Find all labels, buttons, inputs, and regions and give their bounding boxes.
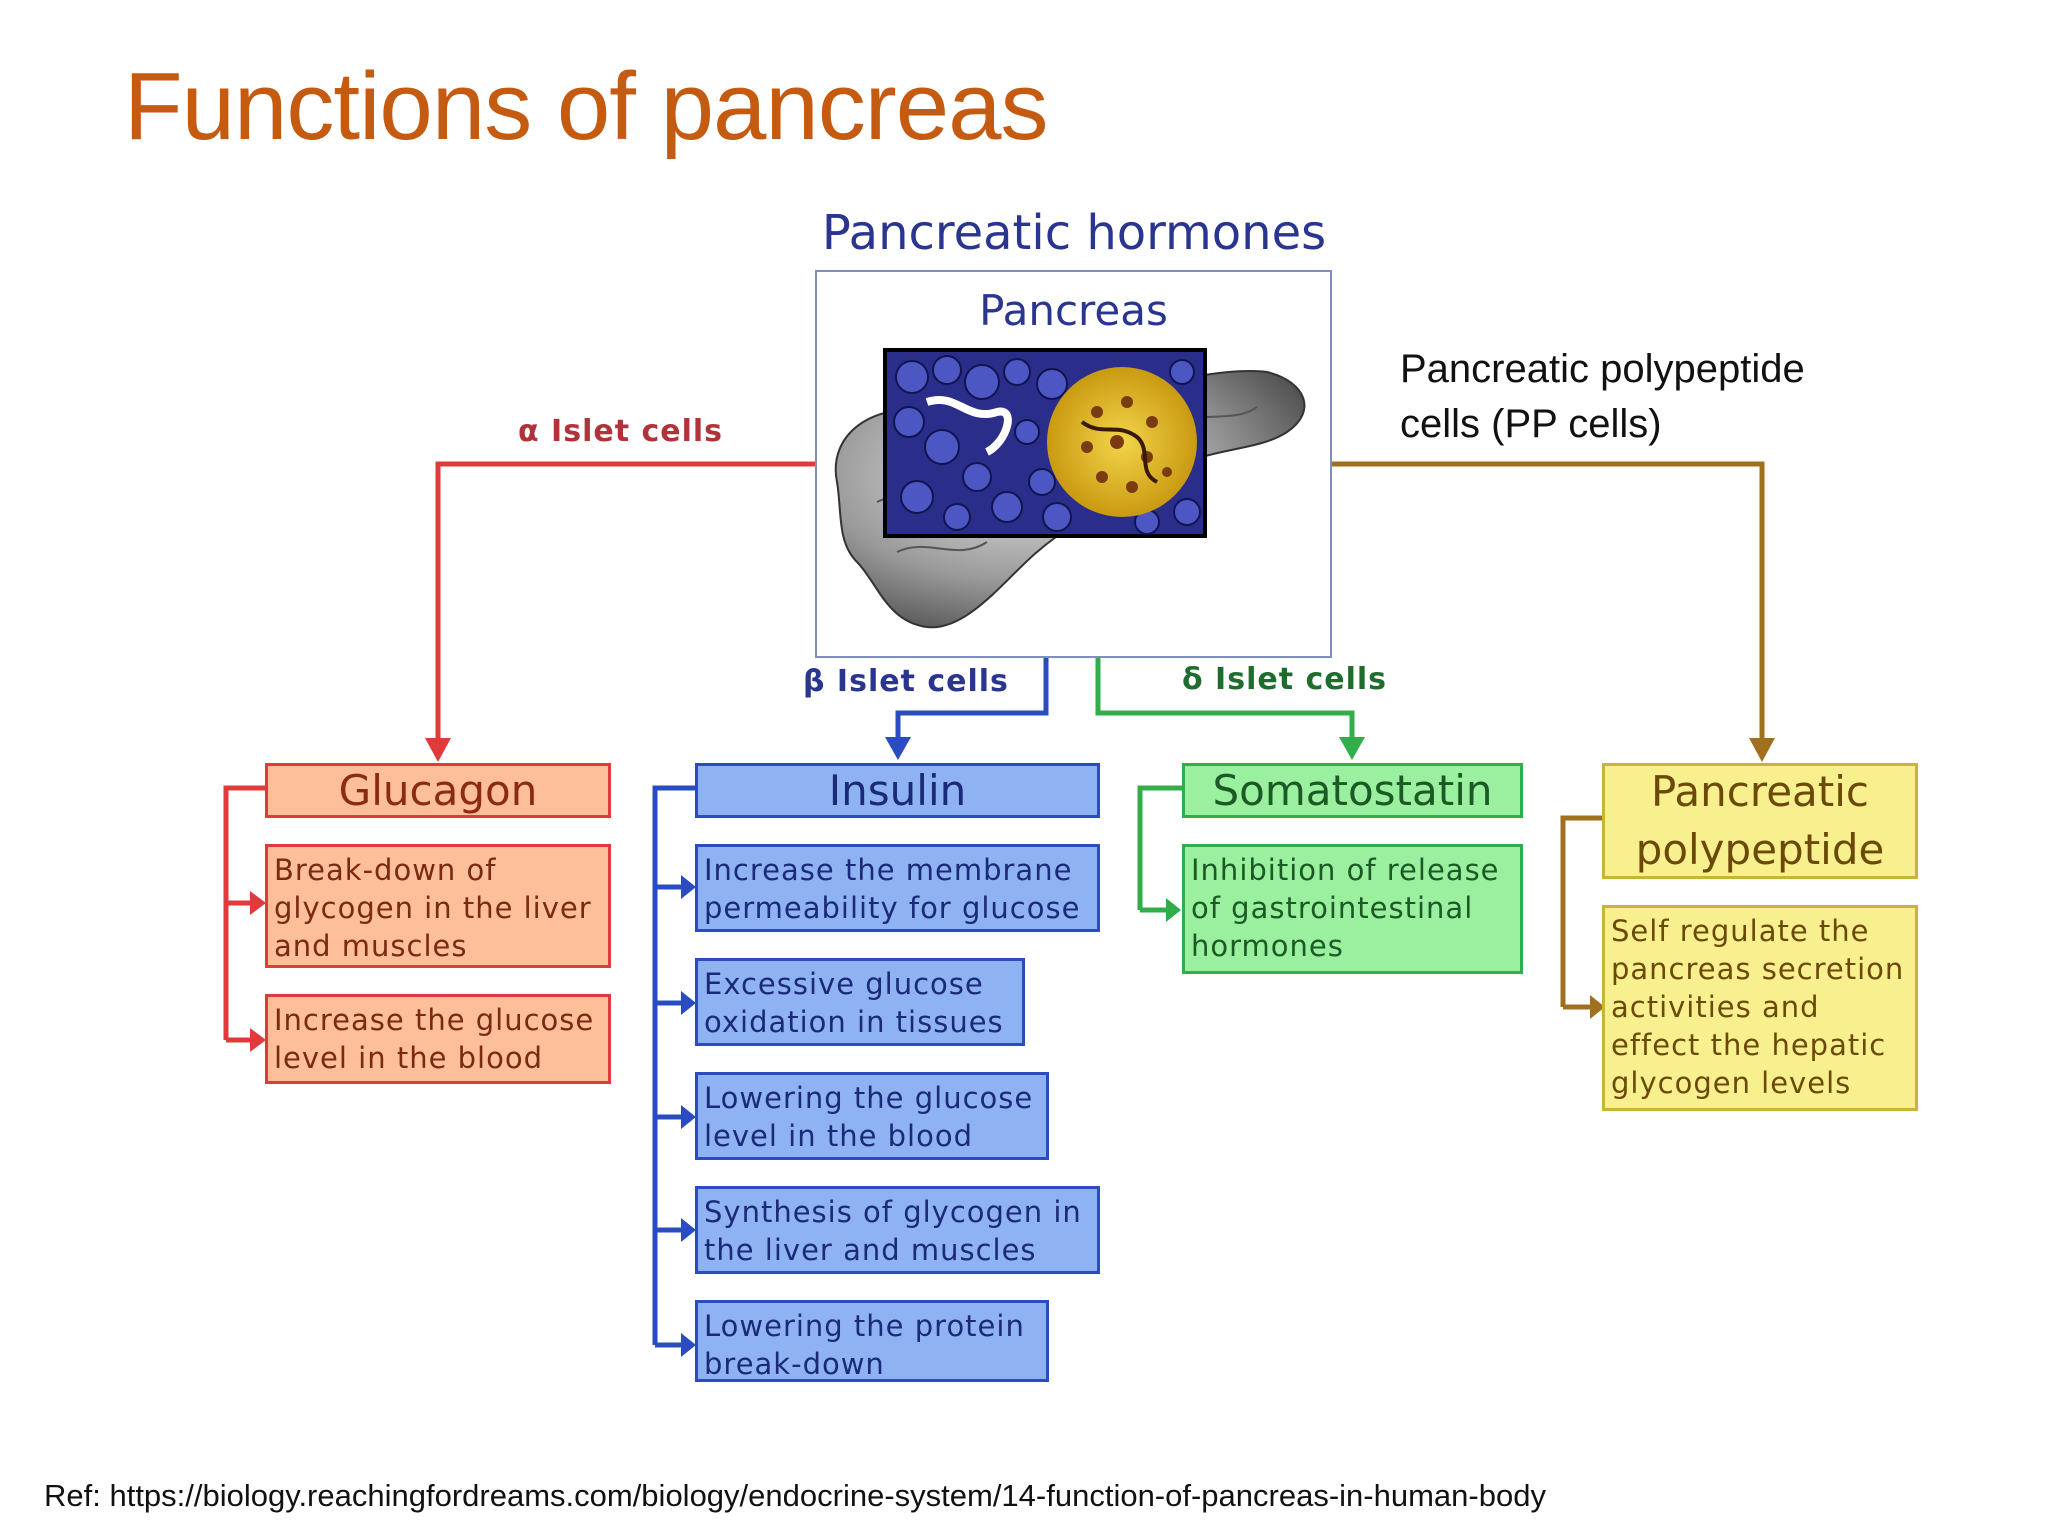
delta-cells-label: δ Islet cells [1182,662,1388,697]
glucagon-function: Break-down of glycogen in the liver and … [265,844,611,968]
pancreas-illustration [834,348,1306,629]
insulin-function: Lowering the glucose level in the blood [695,1072,1049,1160]
pp-cells-note-line-2: cells (PP cells) [1400,402,1662,446]
beta-cells-label: β Islet cells [803,664,1009,699]
somatostatin-function: Inhibition of release of gastrointestina… [1182,844,1523,974]
insulin-function: Synthesis of glycogen in the liver and m… [695,1186,1100,1274]
pancreas-label: Pancreas [979,286,1168,335]
pp-header: Pancreatic polypeptide [1602,763,1918,879]
glucagon-header: Glucagon [265,763,611,818]
insulin-function: Increase the membrane permeability for g… [695,844,1100,932]
insulin-function: Lowering the protein break-down [695,1300,1049,1382]
pp-cells-note-line-1: Pancreatic polypeptide [1400,347,1805,391]
delta-connector [1095,658,1365,922]
beta-connector [652,658,1049,1357]
pp-cells-note: Pancreatic polypeptide cells (PP cells) [1400,342,1805,452]
reference-note: Ref: https://biology.reachingfordreams.c… [44,1478,1546,1513]
somatostatin-header: Somatostatin [1182,763,1523,818]
alpha-cells-label: α Islet cells [518,414,724,449]
pp-connector [1332,461,1775,1019]
insulin-header: Insulin [695,763,1100,818]
insulin-function: Excessive glucose oxidation in tissues [695,958,1025,1046]
alpha-connector [223,461,815,1052]
pancreas-panel: Pancreas [815,270,1332,658]
pp-function: Self regulate the pancreas secretion act… [1602,905,1918,1111]
slide-title: Functions of pancreas [124,53,1049,160]
glucagon-function: Increase the glucose level in the blood [265,994,611,1084]
diagram-title: Pancreatic hormones [821,205,1327,261]
